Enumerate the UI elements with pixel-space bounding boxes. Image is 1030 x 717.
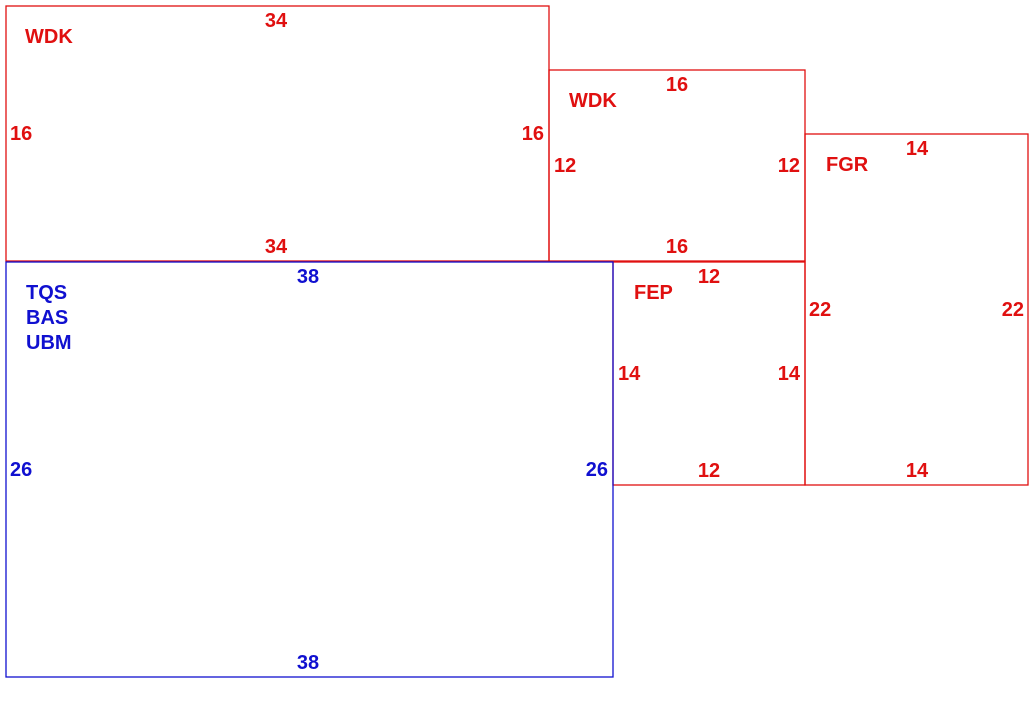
box-wdk-1-outline xyxy=(5,5,550,262)
box-fgr-name: FGR xyxy=(826,154,869,176)
box-fgr-right-dimension: 22 xyxy=(1002,299,1024,321)
box-tqs-bas-ubm-name-3: UBM xyxy=(26,332,72,354)
box-wdk-1-left-dimension: 16 xyxy=(10,123,32,145)
box-fgr: FGR 14 14 22 22 xyxy=(804,133,1029,486)
box-wdk-2-right-dimension: 12 xyxy=(778,155,800,177)
box-wdk-1-top-dimension: 34 xyxy=(265,10,288,32)
box-fep-right-dimension: 14 xyxy=(778,363,801,385)
box-fep-name: FEP xyxy=(634,282,673,304)
box-fgr-left-dimension: 22 xyxy=(809,299,831,321)
box-fgr-bottom-dimension: 14 xyxy=(906,460,929,482)
box-wdk-2-left-dimension: 12 xyxy=(554,155,576,177)
box-fgr-outline xyxy=(804,133,1029,486)
box-tqs-bas-ubm-outline xyxy=(5,261,614,678)
box-fgr-top-dimension: 14 xyxy=(906,138,929,160)
box-tqs-bas-ubm-top-dimension: 38 xyxy=(297,266,319,288)
box-wdk-1-bottom-dimension: 34 xyxy=(265,236,288,258)
box-fep-left-dimension: 14 xyxy=(618,363,641,385)
box-tqs-bas-ubm-name-1: TQS xyxy=(26,282,67,304)
box-wdk-1-name: WDK xyxy=(25,26,73,48)
box-wdk-2-name: WDK xyxy=(569,90,617,112)
box-tqs-bas-ubm-left-dimension: 26 xyxy=(10,459,32,481)
box-fep-bottom-dimension: 12 xyxy=(698,460,720,482)
box-wdk-1-right-dimension: 16 xyxy=(522,123,544,145)
box-fep-top-dimension: 12 xyxy=(698,266,720,288)
box-wdk-2: WDK 16 16 12 12 xyxy=(548,69,806,262)
box-tqs-bas-ubm-bottom-dimension: 38 xyxy=(297,652,319,674)
box-tqs-bas-ubm-right-dimension: 26 xyxy=(586,459,608,481)
box-wdk-2-bottom-dimension: 16 xyxy=(666,236,688,258)
box-wdk-2-top-dimension: 16 xyxy=(666,74,688,96)
box-fep: FEP 12 12 14 14 xyxy=(612,261,806,486)
box-tqs-bas-ubm-name-2: BAS xyxy=(26,307,68,329)
box-tqs-bas-ubm: TQS BAS UBM 38 38 26 26 xyxy=(5,261,614,678)
box-wdk-1: WDK 34 34 16 16 xyxy=(5,5,550,262)
